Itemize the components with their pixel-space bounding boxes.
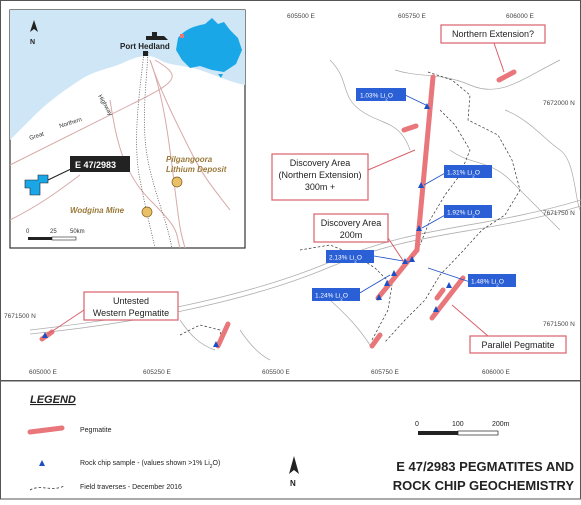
- svg-text:LEGEND: LEGEND: [30, 394, 76, 406]
- svg-text:Untested: Untested: [113, 296, 149, 306]
- svg-text:25: 25: [50, 229, 57, 235]
- svg-text:605250 E: 605250 E: [143, 369, 171, 376]
- svg-text:Great: Great: [29, 131, 45, 141]
- svg-text:Rock chip sample - (values sho: Rock chip sample - (values shown >1% Li2…: [80, 460, 220, 470]
- svg-text:Field traverses - December 201: Field traverses - December 2016: [80, 484, 182, 491]
- pegmatites: [39, 69, 517, 349]
- svg-text:0: 0: [415, 421, 419, 428]
- callout-parallel: Parallel Pegmatite: [451, 304, 567, 354]
- inset-labels: Port Hedland Great Northern Highway Pilg…: [24, 20, 227, 241]
- svg-text:Pilgangoora: Pilgangoora: [166, 155, 213, 164]
- coord-labels: 605500 E 605750 E 606000 E 605000 E 6052…: [4, 13, 575, 376]
- svg-text:(Northern Extension): (Northern Extension): [278, 170, 361, 180]
- svg-text:605500 E: 605500 E: [287, 13, 315, 20]
- inset-rail: [136, 51, 173, 249]
- svg-text:605500 E: 605500 E: [262, 369, 290, 376]
- svg-text:605000 E: 605000 E: [29, 369, 57, 376]
- callout-northern-extension: Northern Extension?: [440, 24, 546, 73]
- svg-text:7672000 N: 7672000 N: [543, 100, 575, 107]
- svg-text:7671500 N: 7671500 N: [4, 313, 36, 320]
- svg-text:N: N: [290, 479, 296, 488]
- svg-text:0: 0: [26, 229, 30, 235]
- svg-text:Discovery Area: Discovery Area: [290, 158, 351, 168]
- drainage-lines: [179, 59, 581, 361]
- svg-text:1.48% Li2O: 1.48% Li2O: [471, 279, 504, 288]
- inset-map: Port Hedland Great Northern Highway Pilg…: [9, 9, 246, 249]
- svg-text:Discovery Area: Discovery Area: [321, 218, 382, 228]
- sample-label-6: 1.24% Li2O: [312, 288, 360, 301]
- legend-north-arrow-icon: [289, 456, 299, 474]
- sample-label-5: 1.48% Li2O: [468, 274, 516, 287]
- svg-text:ROCK CHIP GEOCHEMISTRY: ROCK CHIP GEOCHEMISTRY: [393, 478, 575, 493]
- svg-text:1.03% Li2O: 1.03% Li2O: [360, 93, 393, 102]
- deposit-icon: [171, 176, 183, 188]
- svg-text:100: 100: [452, 421, 464, 428]
- svg-text:7671750 N: 7671750 N: [543, 210, 575, 217]
- svg-text:606000 E: 606000 E: [482, 369, 510, 376]
- svg-text:2.13% Li2O: 2.13% Li2O: [329, 255, 362, 264]
- svg-text:1.31% Li2O: 1.31% Li2O: [447, 170, 480, 179]
- svg-text:E 47/2983 PEGMATITES AND: E 47/2983 PEGMATITES AND: [396, 459, 574, 474]
- svg-text:N: N: [30, 39, 35, 46]
- svg-text:Northern Extension?: Northern Extension?: [452, 29, 534, 39]
- sample-label-2: 1.31% Li2O: [444, 165, 492, 178]
- svg-text:300m +: 300m +: [305, 182, 335, 192]
- svg-text:Pegmatite: Pegmatite: [80, 427, 112, 434]
- svg-text:50km: 50km: [70, 229, 85, 235]
- callout-discovery-area: Discovery Area 200m: [313, 213, 405, 263]
- svg-text:200m: 200m: [492, 421, 510, 428]
- svg-text:7671500 N: 7671500 N: [543, 321, 575, 328]
- svg-text:Parallel Pegmatite: Parallel Pegmatite: [481, 340, 554, 350]
- callout-untested: Untested Western Pegmatite: [47, 291, 179, 335]
- svg-text:1.92% Li2O: 1.92% Li2O: [447, 210, 480, 219]
- svg-text:Western Pegmatite: Western Pegmatite: [93, 308, 169, 318]
- rock-chip-samples: [42, 103, 452, 347]
- sample-label-4: 2.13% Li2O: [326, 250, 374, 263]
- svg-text:E 47/2983: E 47/2983: [75, 160, 116, 170]
- callout-discovery-north: Discovery Area (Northern Extension) 300m…: [271, 149, 416, 201]
- svg-text:200m: 200m: [340, 230, 363, 240]
- svg-text:Lithium Deposit: Lithium Deposit: [166, 165, 227, 174]
- sample-labels: 1.03% Li2O 1.31% Li2O 1.92% Li2O 2.13% L…: [312, 88, 516, 301]
- sample-label-3: 1.92% Li2O: [444, 205, 492, 218]
- tenement-shape: [24, 174, 49, 196]
- svg-text:Wodgina Mine: Wodgina Mine: [70, 206, 125, 215]
- inset-north-arrow-icon: [30, 20, 38, 32]
- svg-text:605750 E: 605750 E: [398, 13, 426, 20]
- sample-label-1: 1.03% Li2O: [356, 88, 406, 101]
- svg-text:1.24% Li2O: 1.24% Li2O: [315, 293, 348, 302]
- ship-icon: [146, 36, 168, 40]
- mine-icon: [141, 206, 153, 218]
- svg-text:Port Hedland: Port Hedland: [120, 42, 170, 51]
- svg-text:605750 E: 605750 E: [371, 369, 399, 376]
- australia-locator: [176, 18, 242, 78]
- svg-text:606000 E: 606000 E: [506, 13, 534, 20]
- legend: LEGEND Pegmatite Rock chip sample - (val…: [0, 380, 581, 500]
